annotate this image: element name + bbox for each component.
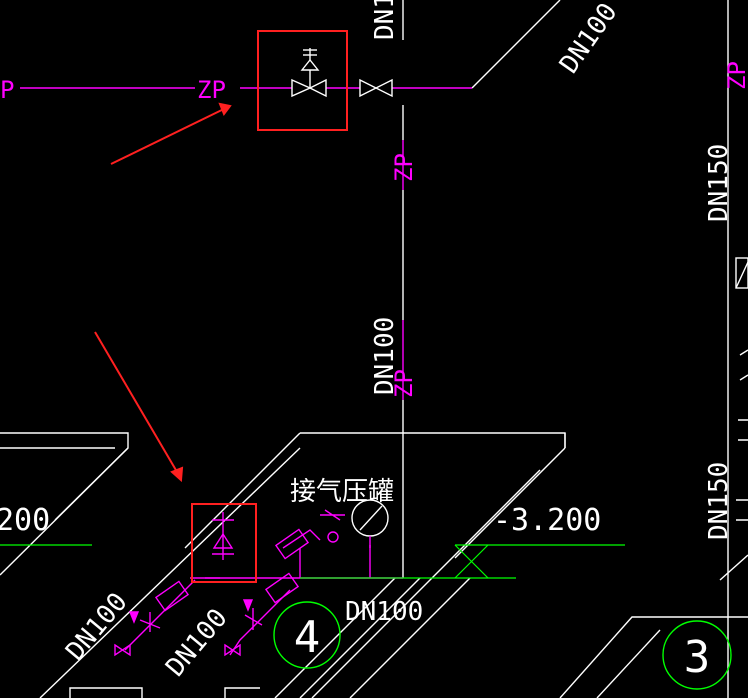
butterfly-valve-icon[interactable] <box>359 78 393 98</box>
label-tank: 接气压罐 <box>290 477 394 507</box>
label-zp-main: ZP <box>197 76 226 104</box>
label-dn1-top: DN1 <box>370 0 400 40</box>
valve-left-triangle <box>291 78 312 98</box>
diag-4 <box>311 469 541 698</box>
label-zp-right: ZP <box>723 61 748 90</box>
label-dn100-diag-left: DN100 <box>60 587 133 666</box>
diag-3 <box>274 577 396 698</box>
strainer-3 <box>264 572 300 604</box>
node-circle-4 <box>273 601 341 669</box>
label-zp-riser-2: ZP <box>390 369 418 398</box>
label-p-left: P <box>0 76 14 104</box>
annotation-arrow-top <box>110 105 231 165</box>
pressure-relief-valve-icon[interactable] <box>212 512 234 560</box>
pipes <box>20 87 472 657</box>
diag-1 <box>39 447 301 698</box>
label-elev-left: 200 <box>0 503 50 538</box>
highlight-box-top <box>257 30 348 131</box>
gate-valve-icon[interactable] <box>291 48 327 98</box>
small-valve-1 <box>114 643 131 657</box>
label-dn100-riser: DN100 <box>370 317 400 395</box>
label-dn150-right-lower: DN150 <box>704 462 734 540</box>
node-circle-3 <box>662 620 732 690</box>
slab-center-right-edge <box>454 447 566 559</box>
label-zp-riser: ZP <box>390 153 418 182</box>
diag-5 <box>349 577 471 698</box>
relief-triangle <box>212 532 234 549</box>
slab-bottom-right-inner <box>596 629 661 698</box>
label-dn100-bottom: DN100 <box>345 597 423 627</box>
annotation-arrow-bottom <box>94 331 181 478</box>
pressure-gauge-icon <box>351 499 389 548</box>
small-valve-2 <box>224 643 241 657</box>
bv-left <box>359 78 378 98</box>
label-dn150-right: DN150 <box>704 144 734 222</box>
riser-lines <box>402 0 729 698</box>
flow-arrow-1 <box>128 611 140 624</box>
check-2 <box>244 608 263 630</box>
strainer-1 <box>274 528 310 560</box>
slab-left-edge <box>0 447 129 576</box>
tank-valve-stub <box>320 509 345 521</box>
ground-lines <box>0 544 625 579</box>
label-elev-right: -3.200 <box>493 503 601 538</box>
flow-arrow-2 <box>242 599 254 612</box>
base-strip-1 <box>69 687 143 698</box>
slab-bottom-right <box>559 616 748 698</box>
labels: P ZP ZP ZP ZP DN1 DN100 DN100 DN150 DN15… <box>0 0 748 682</box>
valve-right-triangle <box>308 78 327 98</box>
right-edge-marks <box>736 349 748 521</box>
strainer-2 <box>154 580 190 612</box>
arrow-head-top <box>218 102 232 117</box>
gauge-needle <box>359 505 383 531</box>
diag-2 <box>299 577 421 698</box>
diag-top-right <box>471 0 561 89</box>
label-dn100-top: DN100 <box>554 0 623 79</box>
right-box-diag <box>735 261 748 289</box>
fitting-1 <box>282 529 321 549</box>
highlight-box-bottom <box>191 503 257 583</box>
tank-connector <box>327 531 339 543</box>
right-edge-diag <box>719 554 748 581</box>
pipe-diag-left <box>124 579 196 651</box>
right-box <box>735 257 748 289</box>
valve-head <box>300 58 320 71</box>
arrow-head-bottom <box>170 466 184 483</box>
node-label-3: 3 <box>684 632 711 683</box>
base-strip-2 <box>224 687 260 698</box>
check-1 <box>139 612 161 632</box>
slab-center-left-edge <box>184 432 301 549</box>
highlights <box>94 30 348 583</box>
label-dn100-diag-right: DN100 <box>160 603 233 682</box>
bv-right <box>374 78 393 98</box>
ground-hatch-2 <box>454 544 489 579</box>
node-label-4: 4 <box>294 612 321 663</box>
slab-center-top <box>300 432 566 448</box>
